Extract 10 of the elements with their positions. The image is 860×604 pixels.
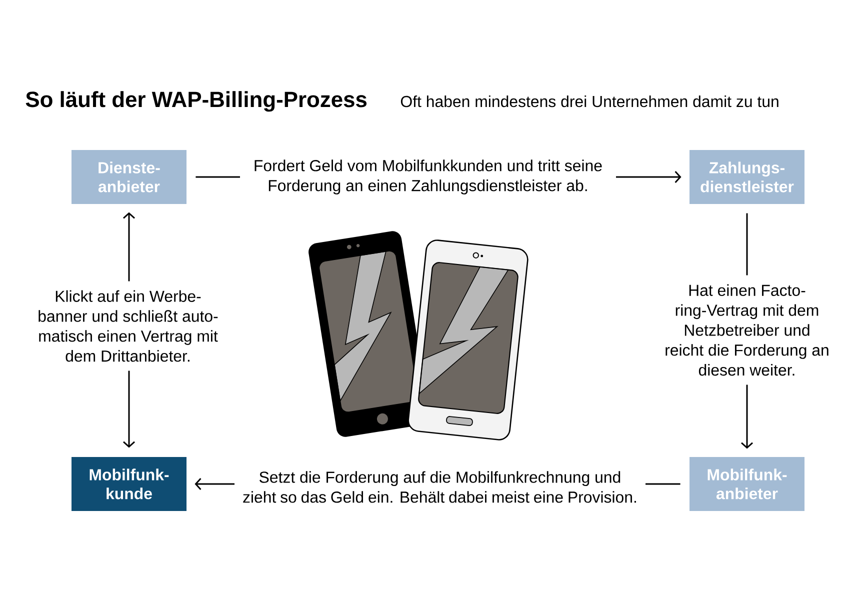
edge-label: Klickt auf ein Werbe- banner und schließt auto- matisch einen Vertrag mit dem Drittanbieter. (25, 281, 231, 371)
process-box: Mobilfunk- anbieter (690, 457, 804, 511)
edge-label: Hat einen Facto- ring-Vertrag mit dem Netzbetreiber und reicht die Forderung an diesen weiter. (655, 275, 839, 385)
edge-label: Fordert Geld vom Mobilfunkkunden und tritt seine Forderung an einen Zahlungsdienstleister ab. (240, 150, 616, 204)
process-box: Mobilfunk- kunde (72, 457, 186, 511)
title: So läuft der WAP-Billing-Prozess (26, 91, 367, 112)
edge-label: Setzt die Forderung auf die Mobilfunkrechnung und zieht so das Geld ein. Behält dabei meist eine Provision. (234, 462, 646, 512)
process-box: Dienste- anbieter (72, 150, 186, 204)
subtitle: Oft haben mindestens drei Unternehmen damit zu tun (400, 95, 778, 108)
process-box: Zahlungs- dienstleister (690, 150, 804, 204)
